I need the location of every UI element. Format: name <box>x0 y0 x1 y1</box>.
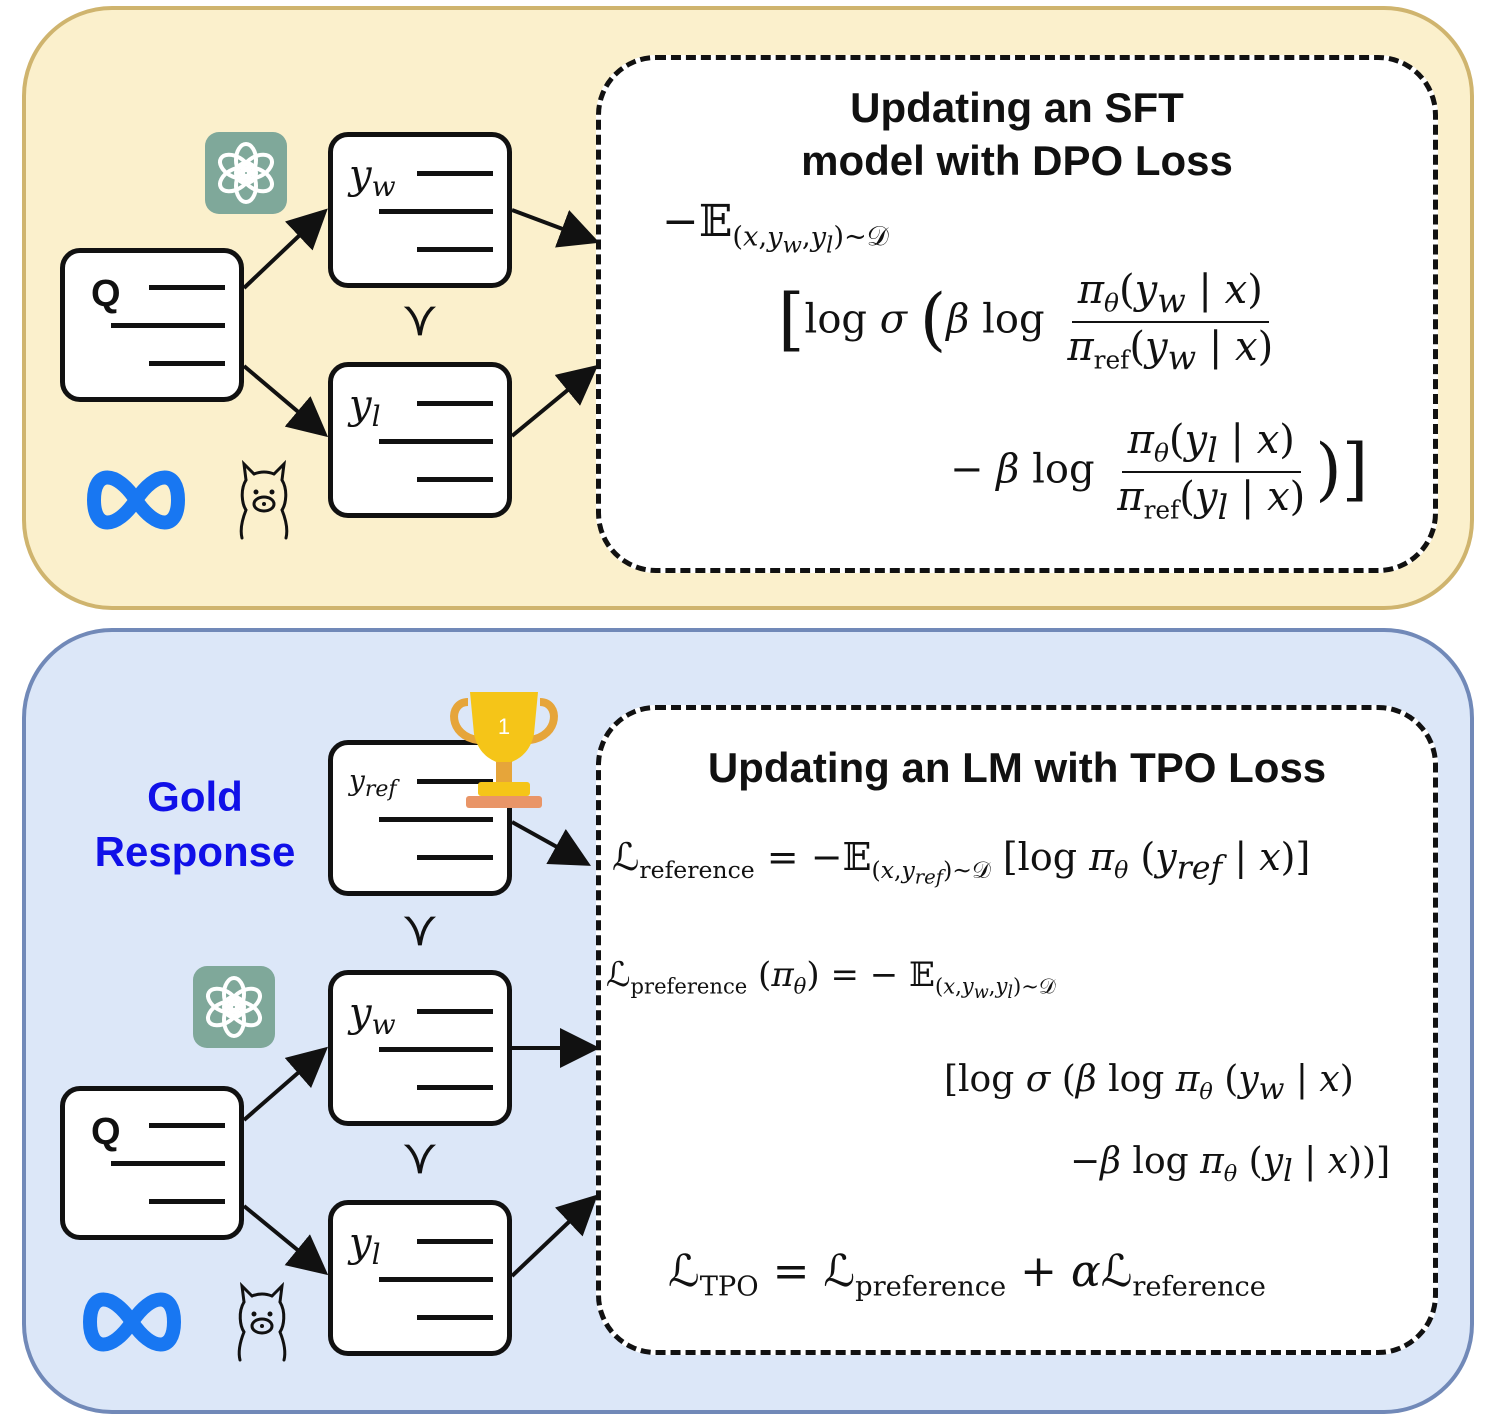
reference-label: yref <box>349 764 397 802</box>
dpo-title: Updating an SFT model with DPO Loss <box>601 82 1433 187</box>
preference-loss-winner: [log σ (β log πθ (yw | x) <box>944 1059 1354 1108</box>
arrow-query-to-winner <box>242 208 328 290</box>
gold-line2: Response <box>94 827 296 875</box>
loser-response-card: yl <box>328 362 512 518</box>
dpo-term-loser: − β log πθ(yl | x)πref(yl | x))] <box>950 417 1369 528</box>
query-card: Q <box>60 248 244 402</box>
winner-label-bottom: yw <box>349 990 396 1041</box>
reference-loss: ℒreference = −𝔼(x,yref)∼𝒟 [log πθ (yref … <box>612 835 1311 889</box>
tpo-loss: ℒTPO = ℒpreference + αℒreference <box>668 1246 1266 1303</box>
arrow-query-to-winner-bottom <box>242 1046 329 1122</box>
loser-label: yl <box>349 382 381 433</box>
openai-logo-icon <box>205 132 287 214</box>
dpo-expectation: −𝔼(x,yw,yl)∼𝒟 <box>662 196 889 258</box>
loser-response-card-bottom: yl <box>328 1200 512 1356</box>
query-label: Q <box>91 273 121 315</box>
openai-logo-icon-bottom <box>193 966 275 1048</box>
meta-logo-icon-bottom <box>83 1292 181 1352</box>
query-label-bottom: Q <box>91 1111 121 1153</box>
dpo-term-winner: [log σ (β log πθ(yw | x)πref(yw | x) <box>778 267 1274 378</box>
arrow-loser-to-tpo <box>510 1194 598 1278</box>
winner-response-card: yw <box>328 132 512 288</box>
arrow-loser-to-dpo <box>510 364 599 438</box>
tpo-loss-box: Updating an LM with TPO Loss <box>596 705 1438 1355</box>
dpo-loss-box: Updating an SFT model with DPO Loss <box>596 55 1438 573</box>
preference-loss-loser: −β log πθ (yl | x))] <box>1070 1141 1391 1190</box>
gold-response-card: yref <box>328 740 512 896</box>
preference-loss: ℒpreference (πθ) = − 𝔼(x,yw,yl)∼𝒟 <box>606 955 1056 1004</box>
winner-label: yw <box>349 152 396 203</box>
arrow-query-to-loser <box>242 364 329 438</box>
arrow-ref-to-tpo <box>511 820 591 866</box>
llama-icon <box>239 460 289 540</box>
svg-text:1: 1 <box>498 714 510 739</box>
trophy-icon: 1 <box>450 692 558 808</box>
tpo-title: Updating an LM with TPO Loss <box>707 744 1327 791</box>
loser-label-bottom: yl <box>349 1220 381 1271</box>
dpo-title-line2: model with DPO Loss <box>801 136 1233 184</box>
dpo-title-line1: Updating an SFT <box>850 84 1184 131</box>
arrow-query-to-loser-bottom <box>242 1204 329 1276</box>
query-card-bottom: Q <box>60 1086 244 1240</box>
meta-logo-icon <box>87 470 185 530</box>
gold-line1: Gold <box>147 773 243 820</box>
winner-response-card-bottom: yw <box>328 970 512 1126</box>
arrow-winner-to-dpo <box>511 208 600 248</box>
llama-icon-bottom <box>237 1282 287 1362</box>
gold-response-label: Gold Response <box>70 770 320 879</box>
